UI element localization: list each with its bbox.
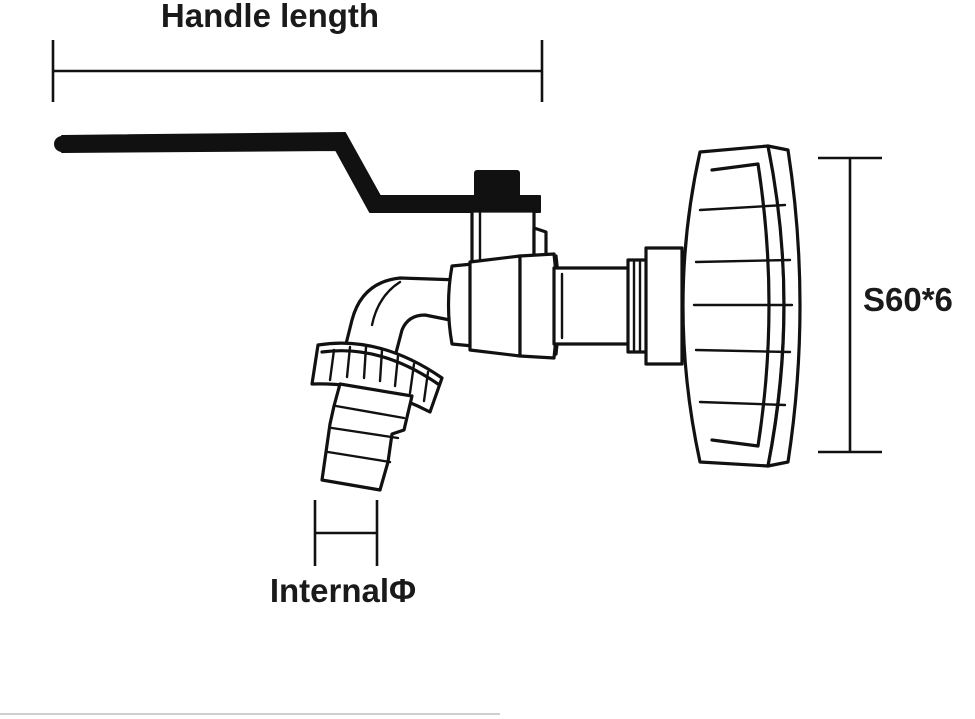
internal-diameter-label: InternalΦ	[270, 572, 416, 609]
handle-length-dimension	[51, 40, 544, 102]
handle-length-label: Handle length	[161, 0, 379, 34]
internal-diameter-dimension	[313, 500, 379, 566]
thread-size-label: S60*6	[863, 281, 953, 318]
adapter-nut	[681, 144, 802, 468]
hose-barb	[320, 382, 414, 492]
lever-handle	[54, 132, 541, 213]
connecting-pipe	[552, 246, 684, 366]
valve-body	[446, 252, 561, 360]
thread-size-dimension	[818, 156, 882, 454]
